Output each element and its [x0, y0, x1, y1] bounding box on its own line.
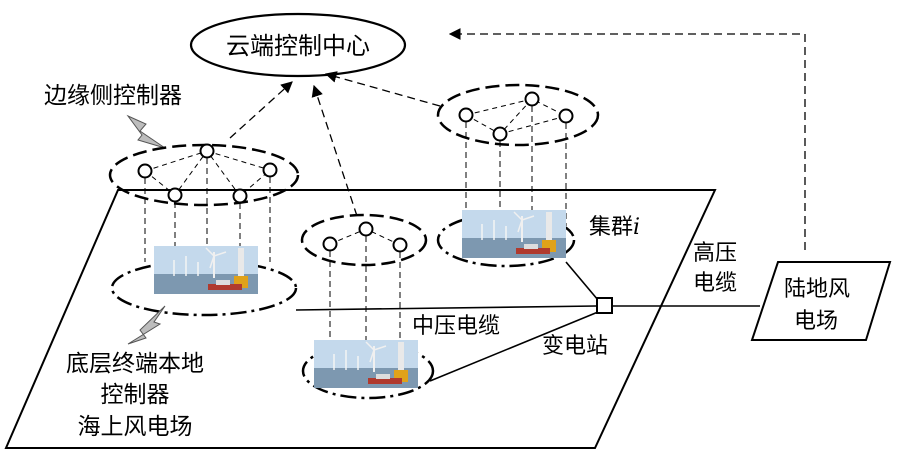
onshore-wind-farm-node [750, 261, 892, 341]
high-voltage-label-line1: 高压 [693, 241, 737, 266]
edge-controller-cluster-right [436, 83, 600, 147]
wind-turbine-photo-icon [153, 245, 259, 295]
vertical-links-middle [329, 236, 401, 348]
onshore-farm-label-line2: 电场 [794, 309, 838, 334]
high-voltage-label-line2: 电缆 [693, 271, 737, 296]
lightning-arrow-icon [126, 114, 166, 149]
cloud-control-center-label: 云端控制中心 [226, 32, 370, 60]
substation-label: 变电站 [542, 334, 608, 359]
offshore-platform [4, 189, 717, 449]
wind-farm-cluster-bottom [301, 339, 435, 400]
uplink-arrows [229, 28, 806, 250]
onshore-farm-label-line1: 陆地风 [784, 277, 850, 302]
cloud-control-center-node [189, 12, 407, 78]
local-controller-label-line1: 底层终端本地 [66, 351, 204, 377]
medium-voltage-label: 中压电缆 [412, 314, 500, 339]
vertical-links-right [465, 106, 567, 226]
offshore-farm-label: 海上风电场 [78, 414, 193, 440]
wind-turbine-photo-icon [461, 209, 567, 259]
wind-farm-cluster-left [110, 245, 298, 317]
edge-controller-label: 边缘侧控制器 [44, 83, 182, 109]
edge-controller-cluster-middle [300, 213, 428, 267]
local-controller-label-line2: 控制器 [101, 382, 170, 408]
cluster-label: 集群i [589, 215, 640, 240]
substation-node [596, 297, 613, 314]
edge-controller-cluster-left [108, 143, 300, 207]
lightning-arrow-icon [127, 305, 166, 345]
wind-farm-cluster-right [436, 209, 576, 268]
medium-voltage-cables [295, 261, 599, 382]
wind-turbine-photo-icon [313, 339, 419, 389]
